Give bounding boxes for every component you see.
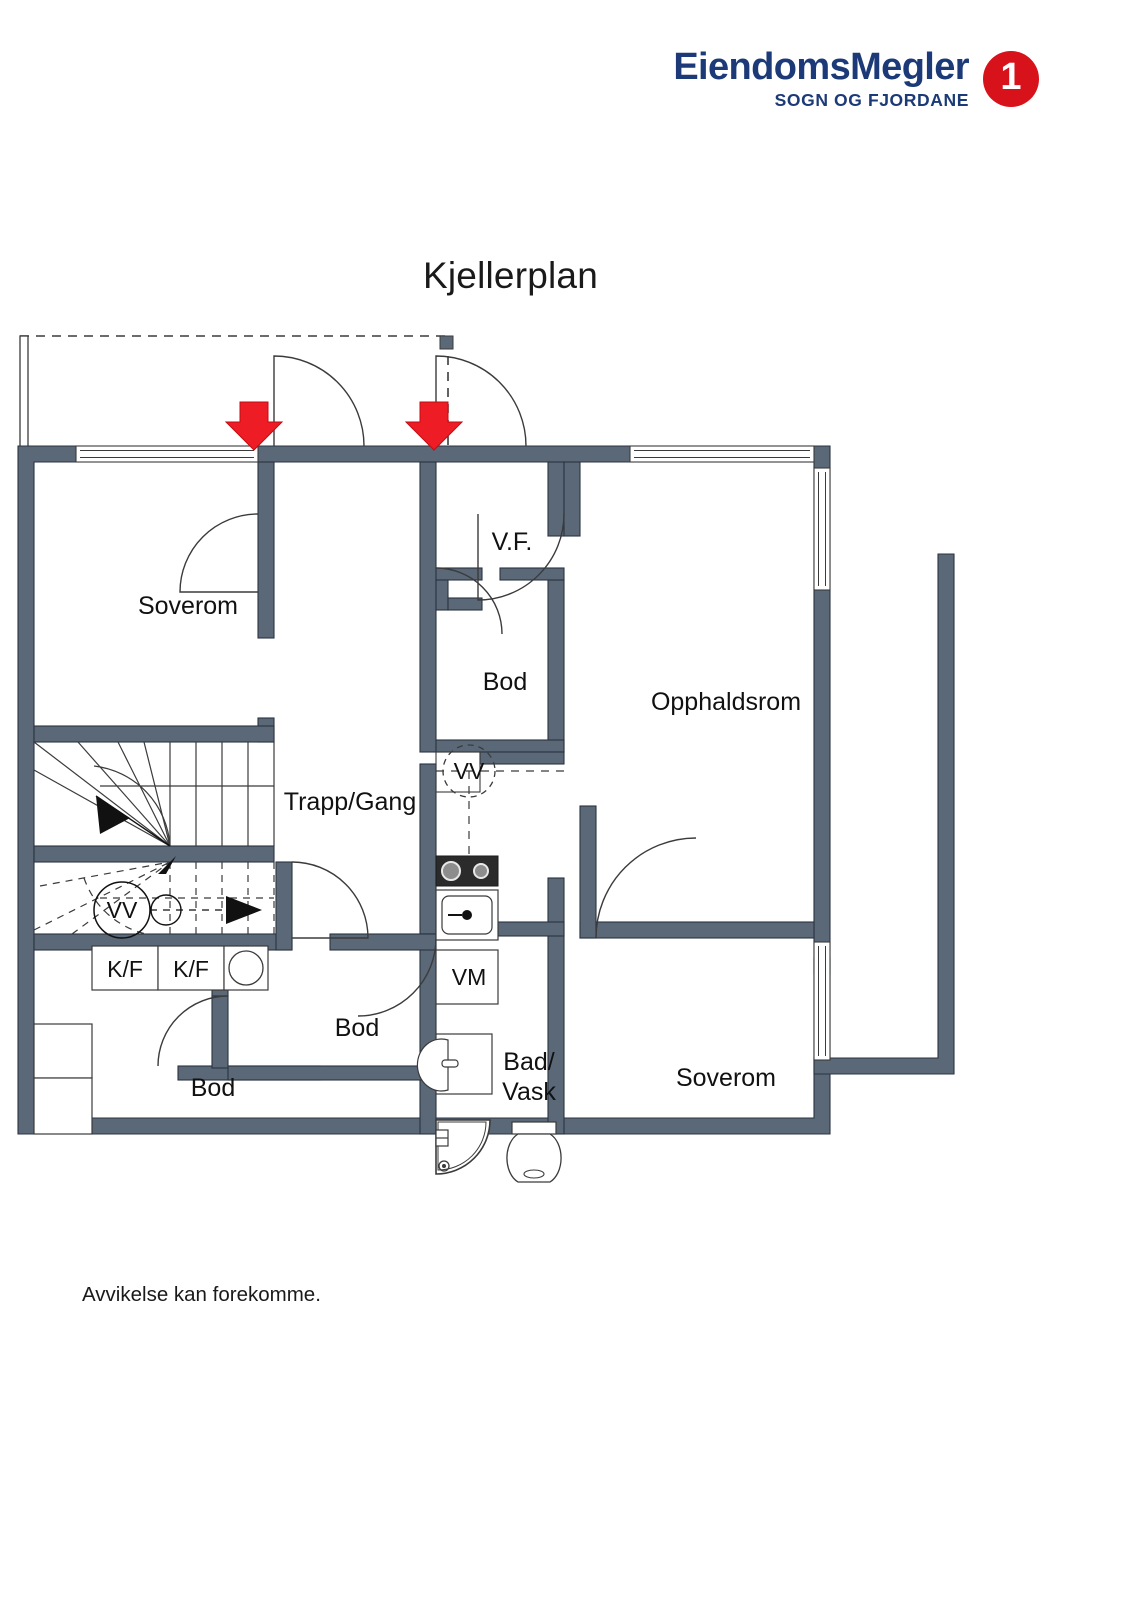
staircase — [33, 741, 275, 935]
fridge-freezer-units — [91, 945, 269, 991]
room-label-soverom-nw: Soverom — [138, 592, 238, 620]
fixture-label-vv-stair: VV — [107, 897, 138, 923]
bathroom-sink-icon — [416, 1033, 493, 1095]
room-labels: Soverom V.F. Opphaldsrom Bod Trapp/Gang … — [138, 528, 801, 1106]
logo-text-block: EiendomsMegler SOGN OG FJORDANE — [673, 48, 969, 110]
company-name: EiendomsMegler — [673, 46, 969, 88]
room-label-bod-vf: Bod — [483, 668, 527, 696]
room-label-soverom-se: Soverom — [676, 1064, 776, 1092]
page-title-text: Kjellerplan — [423, 255, 598, 296]
shower-icon — [435, 1119, 491, 1175]
room-label-bad-vask-1: Bad/ — [503, 1048, 554, 1076]
washing-machine-icon — [435, 949, 499, 1005]
toilet-icon — [506, 1121, 562, 1183]
company-region: SOGN OG FJORDANE — [774, 90, 969, 110]
stove-icon — [435, 855, 499, 887]
room-label-trapp-gang: Trapp/Gang — [284, 788, 416, 816]
window-living-east — [813, 467, 831, 591]
kitchen-sink-icon — [435, 889, 499, 941]
room-label-bod-center: Bod — [335, 1014, 379, 1042]
fixture-labels: VV VV K/F K/F VM — [107, 758, 487, 990]
window-living-north — [629, 445, 815, 463]
room-label-bad-vask-2: Vask — [502, 1078, 556, 1106]
fixture-label-kf-2: K/F — [173, 956, 209, 982]
floorplan-drawing: Soverom V.F. Opphaldsrom Bod Trapp/Gang … — [0, 318, 1131, 1268]
room-label-vf: V.F. — [492, 528, 533, 556]
page-title: Kjellerplan — [0, 255, 1131, 297]
fixture-label-vm: VM — [452, 964, 487, 990]
fixture-label-kf-1: K/F — [107, 956, 143, 982]
window-nw-bedroom — [75, 445, 259, 463]
water-heater-stair-icon — [93, 881, 182, 939]
window-se-bedroom-east — [813, 941, 831, 1061]
logo-badge-circle: 1 — [983, 50, 1039, 107]
disclaimer-caption: Avvikelse kan forekomme. — [82, 1283, 321, 1306]
storage-shelving — [33, 1023, 93, 1135]
fixtures — [33, 744, 564, 1183]
entrance-arrow-left — [224, 401, 284, 451]
windows — [75, 445, 831, 1061]
room-label-bod-sw: Bod — [191, 1074, 235, 1102]
fixture-label-vv-kitchen: VV — [454, 758, 485, 784]
water-heater-kitchen-icon — [435, 744, 564, 858]
company-logo: EiendomsMegler SOGN OG FJORDANE 1 — [673, 48, 1039, 110]
entrance-arrow-right — [404, 401, 464, 451]
door-swings — [157, 355, 697, 1067]
plan-geometry: Soverom V.F. Opphaldsrom Bod Trapp/Gang … — [17, 335, 955, 1183]
entrance-arrows — [224, 401, 464, 451]
room-label-opphaldsrom: Opphaldsrom — [651, 688, 801, 716]
logo-badge-number: 1 — [1000, 56, 1022, 99]
